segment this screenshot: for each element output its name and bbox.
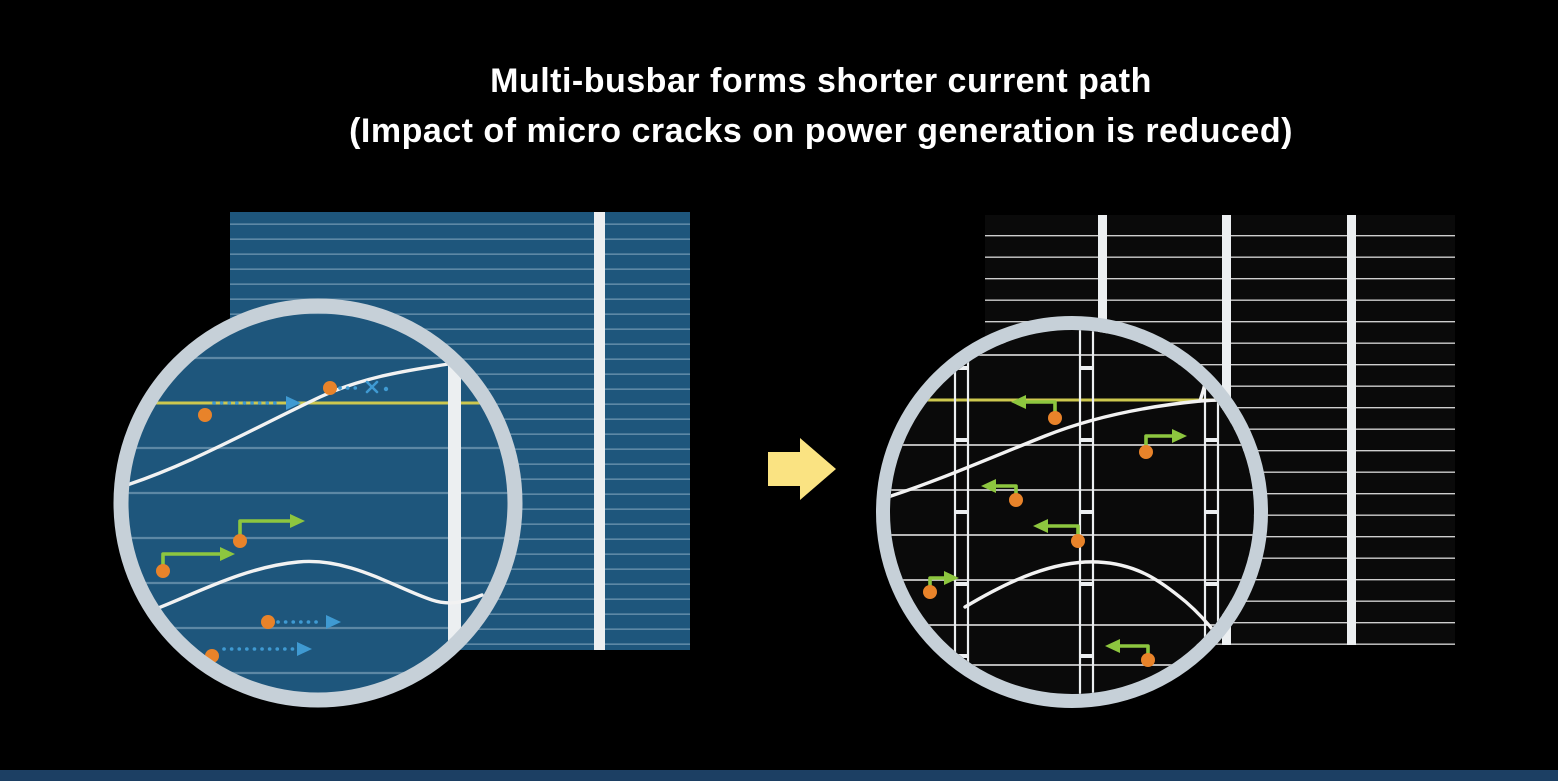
electron-dot [923, 585, 937, 599]
path-arrowhead-icon [286, 396, 301, 410]
magnified-busbar [448, 313, 461, 693]
magnified-busbar [953, 330, 970, 694]
magnifier-rim-icon [876, 316, 1268, 708]
path-arrowhead-icon [1105, 639, 1120, 653]
path-arrowhead-icon [1172, 429, 1187, 443]
busbar [594, 212, 605, 650]
magnifier-lens [890, 330, 1254, 694]
electrons [923, 411, 1155, 667]
magnifier-lens [128, 313, 508, 693]
electron-dot [261, 615, 275, 629]
busbar [1347, 215, 1356, 645]
short-current-path [928, 395, 1187, 660]
electron-dot [233, 534, 247, 548]
path-arrowhead-icon [1011, 395, 1026, 409]
magnifier-rim-icon [113, 298, 523, 708]
path-arrowhead-icon [220, 547, 235, 561]
path-arrowhead-icon [290, 514, 305, 528]
title-line-1: Multi-busbar forms shorter current path [490, 62, 1152, 100]
path-arrowhead-icon [1033, 519, 1048, 533]
right-block-arrow-icon [768, 438, 836, 500]
long-current-path [212, 380, 389, 656]
electron-dot [1139, 445, 1153, 459]
bottom-bar [0, 770, 1558, 781]
path-arrowhead-icon [326, 615, 341, 629]
micro-crack [128, 559, 484, 622]
path-arrowhead-icon [981, 479, 996, 493]
micro-crack [128, 362, 450, 490]
electron-dot [156, 564, 170, 578]
path-arrowhead-icon [297, 642, 312, 656]
left-magnifier [113, 298, 523, 708]
electron-dot [1048, 411, 1062, 425]
magnified-busbar [1078, 330, 1095, 694]
electron-dot [323, 381, 337, 395]
electron-dot [1141, 653, 1155, 667]
title-line-2: (Impact of micro cracks on power generat… [349, 112, 1293, 150]
green-path [238, 519, 292, 541]
electron-dot [1071, 534, 1085, 548]
right-magnifier [876, 316, 1268, 708]
blocked-x-icon [365, 380, 379, 394]
diagram-title: Multi-busbar forms shorter current path … [42, 56, 1558, 156]
electron-dot [1009, 493, 1023, 507]
electron-dot [198, 408, 212, 422]
path-arrowhead-icon [944, 571, 959, 585]
path-dot [383, 386, 389, 392]
